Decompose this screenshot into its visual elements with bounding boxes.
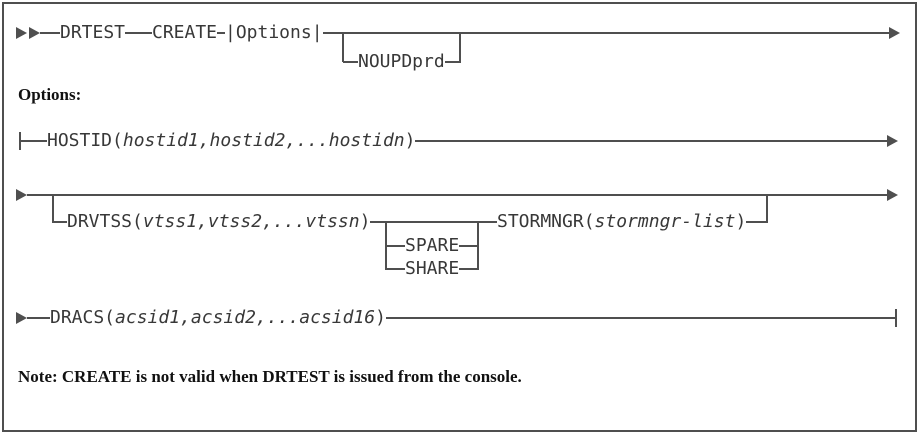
hostid-close-paren: ) bbox=[404, 130, 416, 151]
keyword-noupdprd: NOUPDprd bbox=[358, 50, 445, 74]
fragment-ref-options: |Options| bbox=[225, 21, 323, 45]
drvtss-keyword: DRVTSS( bbox=[67, 211, 143, 232]
stormngr-params: stormngr-list bbox=[594, 211, 736, 232]
rail-main-row3 bbox=[27, 194, 888, 196]
dracs-params: acsid1,acsid2,...acsid16 bbox=[115, 307, 376, 328]
branch-drop-line bbox=[52, 195, 54, 223]
keyword-drtest: DRTEST bbox=[60, 21, 126, 45]
hostid-params: hostid1,hostid2,...hostidn bbox=[122, 130, 405, 151]
branch-rise-line bbox=[459, 33, 461, 62]
keyword-spare: SPARE bbox=[405, 234, 460, 258]
keyword-share: SHARE bbox=[405, 257, 460, 281]
note-text: Note: CREATE is not valid when DRTEST is… bbox=[18, 367, 522, 386]
dracs-keyword: DRACS( bbox=[50, 307, 116, 328]
keyword-create: CREATE bbox=[152, 21, 218, 45]
drvtss-parameter: DRVTSS(vtss1,vtss2,...vtssn) bbox=[67, 210, 371, 234]
stormngr-keyword: STORMNGR( bbox=[497, 211, 595, 232]
continue-arrow-icon bbox=[889, 27, 900, 39]
rail-drvtss-branch bbox=[53, 221, 768, 223]
rail-dracs-row bbox=[27, 317, 896, 319]
rail-hostid-row bbox=[19, 140, 888, 142]
fragment-end-tick bbox=[895, 309, 897, 327]
choice-right-line bbox=[477, 222, 479, 270]
dracs-parameter: DRACS(acsid1,acsid2,...acsid16) bbox=[50, 306, 386, 330]
options-heading: Options: bbox=[18, 85, 82, 104]
dracs-close-paren: ) bbox=[375, 307, 386, 328]
branch-drop-line bbox=[342, 33, 344, 62]
drvtss-params: vtss1,vtss2,...vtssn bbox=[142, 211, 360, 232]
branch-rise-line bbox=[766, 195, 768, 223]
stormngr-parameter: STORMNGR(stormngr-list) bbox=[497, 210, 747, 234]
hostid-keyword: HOSTID( bbox=[47, 130, 123, 151]
start-arrow-icon bbox=[16, 27, 27, 39]
stormngr-close-paren: ) bbox=[735, 211, 747, 232]
drvtss-close-paren: ) bbox=[359, 211, 371, 232]
continue-arrow-icon bbox=[887, 135, 898, 147]
row-start-arrow-icon bbox=[16, 189, 27, 201]
continue-arrow-icon bbox=[887, 189, 898, 201]
hostid-parameter: HOSTID(hostid1,hostid2,...hostidn) bbox=[47, 129, 416, 153]
rail-main-row1 bbox=[40, 32, 890, 34]
row-start-arrow-icon bbox=[16, 312, 27, 324]
start-arrow-icon bbox=[29, 27, 40, 39]
